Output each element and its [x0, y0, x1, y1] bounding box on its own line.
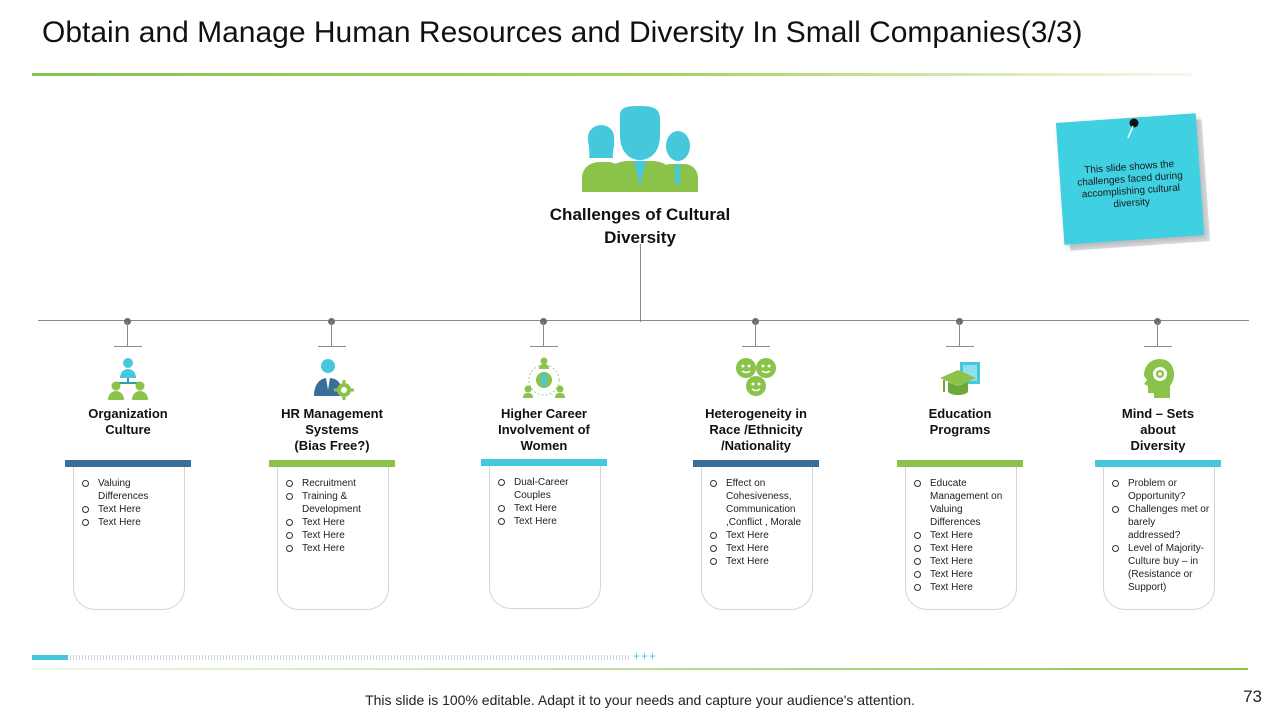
column-card: Valuing Differences Text Here Text Here [73, 467, 185, 610]
column-hr-management: HR Management Systems (Bias Free?) Recru… [257, 318, 407, 618]
timeline-node [124, 318, 131, 325]
column-connector [755, 322, 756, 346]
column-connector [1157, 322, 1158, 346]
list-item: Text Here [708, 529, 808, 542]
footer-text: This slide is 100% editable. Adapt it to… [365, 692, 915, 708]
column-education: Education Programs Educate Management on… [885, 318, 1035, 618]
column-label: Higher Career Involvement of Women [498, 406, 590, 453]
column-connector-bar [114, 346, 142, 347]
column-label: HR Management Systems (Bias Free?) [281, 406, 383, 453]
column-label: Heterogeneity in Race /Ethnicity /Nation… [705, 406, 807, 453]
column-accent-bar [481, 459, 607, 466]
list-item: Recruitment [284, 477, 384, 490]
graduation-cap-icon [940, 362, 980, 395]
page-number: 73 [1243, 687, 1262, 706]
column-label: Mind – Sets about Diversity [1121, 406, 1195, 453]
footer-plus-marks: +++ [633, 649, 658, 663]
timeline-node [956, 318, 963, 325]
list-item: Text Here [496, 502, 596, 515]
list-item: Problem or Opportunity? [1110, 477, 1210, 503]
sticky-note-text: This slide shows the challenges faced du… [1076, 158, 1184, 211]
list-item: Dual-Career Couples [496, 476, 596, 502]
list-item: Text Here [912, 529, 1012, 542]
column-connector [959, 322, 960, 346]
title-underline [32, 73, 1192, 76]
column-card: Dual-Career Couples Text Here Text Here [489, 466, 601, 609]
column-connector-bar [742, 346, 770, 347]
person-gear-icon [314, 359, 354, 400]
footer-rule [32, 668, 1248, 670]
list-item: Text Here [912, 542, 1012, 555]
footer-dashed-rule [70, 655, 630, 660]
list-item: Text Here [912, 555, 1012, 568]
network-globe-icon [523, 357, 565, 398]
list-item: Text Here [912, 568, 1012, 581]
list-item: Text Here [284, 516, 384, 529]
list-item: Text Here [284, 529, 384, 542]
list-item: Valuing Differences [80, 477, 180, 503]
list-item: Challenges met or barely addressed? [1110, 503, 1210, 542]
org-chart-icon [108, 358, 148, 400]
column-card: Educate Management on Valuing Difference… [905, 467, 1017, 610]
column-career-women: Higher Career Involvement of Women Dual-… [469, 318, 619, 618]
list-item: Text Here [912, 581, 1012, 594]
list-item: Text Here [80, 516, 180, 529]
people-group-icon [582, 106, 698, 192]
column-mindsets: Mind – Sets about Diversity Problem or O… [1083, 318, 1233, 618]
column-accent-bar [65, 460, 191, 467]
column-connector [127, 322, 128, 346]
timeline-node [752, 318, 759, 325]
timeline-node [328, 318, 335, 325]
column-card: Effect on Cohesiveness, Communication ,C… [701, 467, 813, 610]
timeline-line [38, 320, 1249, 321]
faces-icon [736, 358, 776, 396]
head-gear-icon [1144, 359, 1174, 398]
footer-accent-teal [32, 655, 68, 660]
list-item: Text Here [284, 542, 384, 555]
list-item: Effect on Cohesiveness, Communication ,C… [708, 477, 808, 529]
list-item: Text Here [708, 542, 808, 555]
column-connector-bar [530, 346, 558, 347]
column-connector [543, 322, 544, 346]
list-item: Educate Management on Valuing Difference… [912, 477, 1012, 529]
list-item: Text Here [708, 555, 808, 568]
column-heterogeneity: Heterogeneity in Race /Ethnicity /Nation… [681, 318, 831, 618]
column-accent-bar [897, 460, 1023, 467]
column-connector-bar [318, 346, 346, 347]
slide-title: Obtain and Manage Human Resources and Di… [42, 16, 1083, 49]
column-accent-bar [269, 460, 395, 467]
column-label: Organization Culture [88, 406, 168, 437]
column-connector-bar [946, 346, 974, 347]
center-title: Challenges of Cultural Diversity [549, 205, 731, 247]
list-item: Text Here [80, 503, 180, 516]
column-accent-bar [693, 460, 819, 467]
column-label: Education Programs [928, 406, 992, 437]
pushpin-icon [1127, 118, 1139, 139]
timeline-node [540, 318, 547, 325]
list-item: Level of Majority-Culture buy – in (Resi… [1110, 542, 1210, 594]
column-organization-culture: Organization Culture Valuing Differences… [53, 318, 203, 618]
list-item: Training & Development [284, 490, 384, 516]
column-connector [331, 322, 332, 346]
timeline-node [1154, 318, 1161, 325]
column-accent-bar [1095, 460, 1221, 467]
column-card: Problem or Opportunity? Challenges met o… [1103, 467, 1215, 610]
connector-vertical [640, 244, 641, 322]
column-card: Recruitment Training & Development Text … [277, 467, 389, 610]
column-connector-bar [1144, 346, 1172, 347]
list-item: Text Here [496, 515, 596, 528]
